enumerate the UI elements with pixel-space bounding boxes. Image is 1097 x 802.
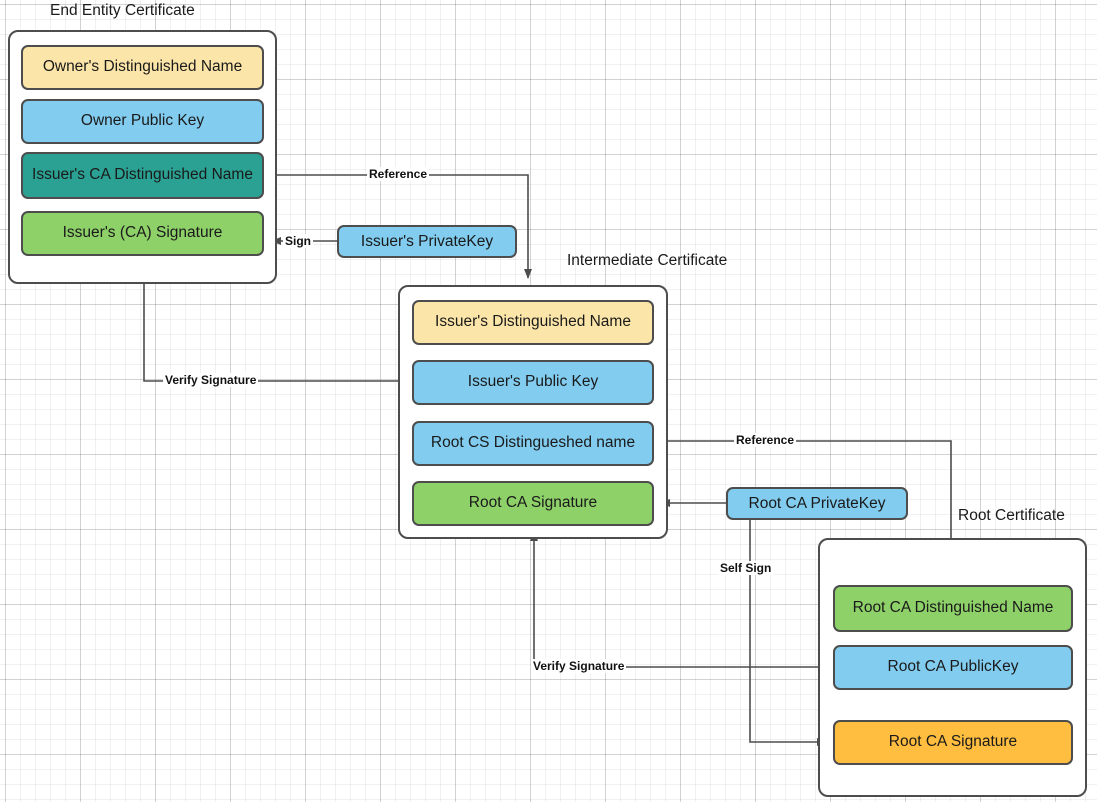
edge-label-verify-signature-2: Verify Signature [531, 659, 627, 673]
end-entity-row-owner-distinguished-name[interactable]: Owner's Distinguished Name [21, 45, 264, 90]
connector-self-sign [749, 519, 827, 746]
edge-label-verify-signature-1: Verify Signature [163, 373, 259, 387]
connector-verify-signature-1 [140, 266, 412, 382]
intermediate-row-issuer-public-key[interactable]: Issuer's Public Key [412, 360, 654, 405]
edge-label-reference-2: Reference [734, 433, 797, 447]
end-entity-row-owner-public-key[interactable]: Owner Public Key [21, 99, 264, 144]
intermediate-row-issuer-distinguished-name[interactable]: Issuer's Distinguished Name [412, 300, 654, 345]
issuer-private-key-box[interactable]: Issuer's PrivateKey [337, 225, 517, 258]
end-entity-row-issuer-ca-distinguished-name[interactable]: Issuer's CA Distinguished Name [21, 152, 264, 199]
root-row-root-ca-public-key[interactable]: Root CA PublicKey [833, 645, 1073, 690]
caption-end-entity-certificate: End Entity Certificate [50, 2, 195, 19]
edge-label-reference-1: Reference [367, 167, 430, 181]
root-ca-private-key-box[interactable]: Root CA PrivateKey [726, 487, 908, 520]
intermediate-row-root-cs-distingueshed-name[interactable]: Root CS Distingueshed name [412, 421, 654, 466]
caption-root-certificate: Root Certificate [958, 507, 1065, 524]
end-entity-row-issuer-ca-signature[interactable]: Issuer's (CA) Signature [21, 211, 264, 256]
caption-intermediate-certificate: Intermediate Certificate [567, 252, 728, 269]
edge-label-self-sign: Self Sign [718, 561, 774, 575]
edge-label-sign-1: Sign [283, 234, 313, 248]
connector-verify-signature-2 [530, 531, 833, 668]
intermediate-row-root-ca-signature[interactable]: Root CA Signature [412, 481, 654, 526]
root-row-root-ca-distinguished-name[interactable]: Root CA Distinguished Name [833, 585, 1073, 632]
root-row-root-ca-signature[interactable]: Root CA Signature [833, 720, 1073, 765]
